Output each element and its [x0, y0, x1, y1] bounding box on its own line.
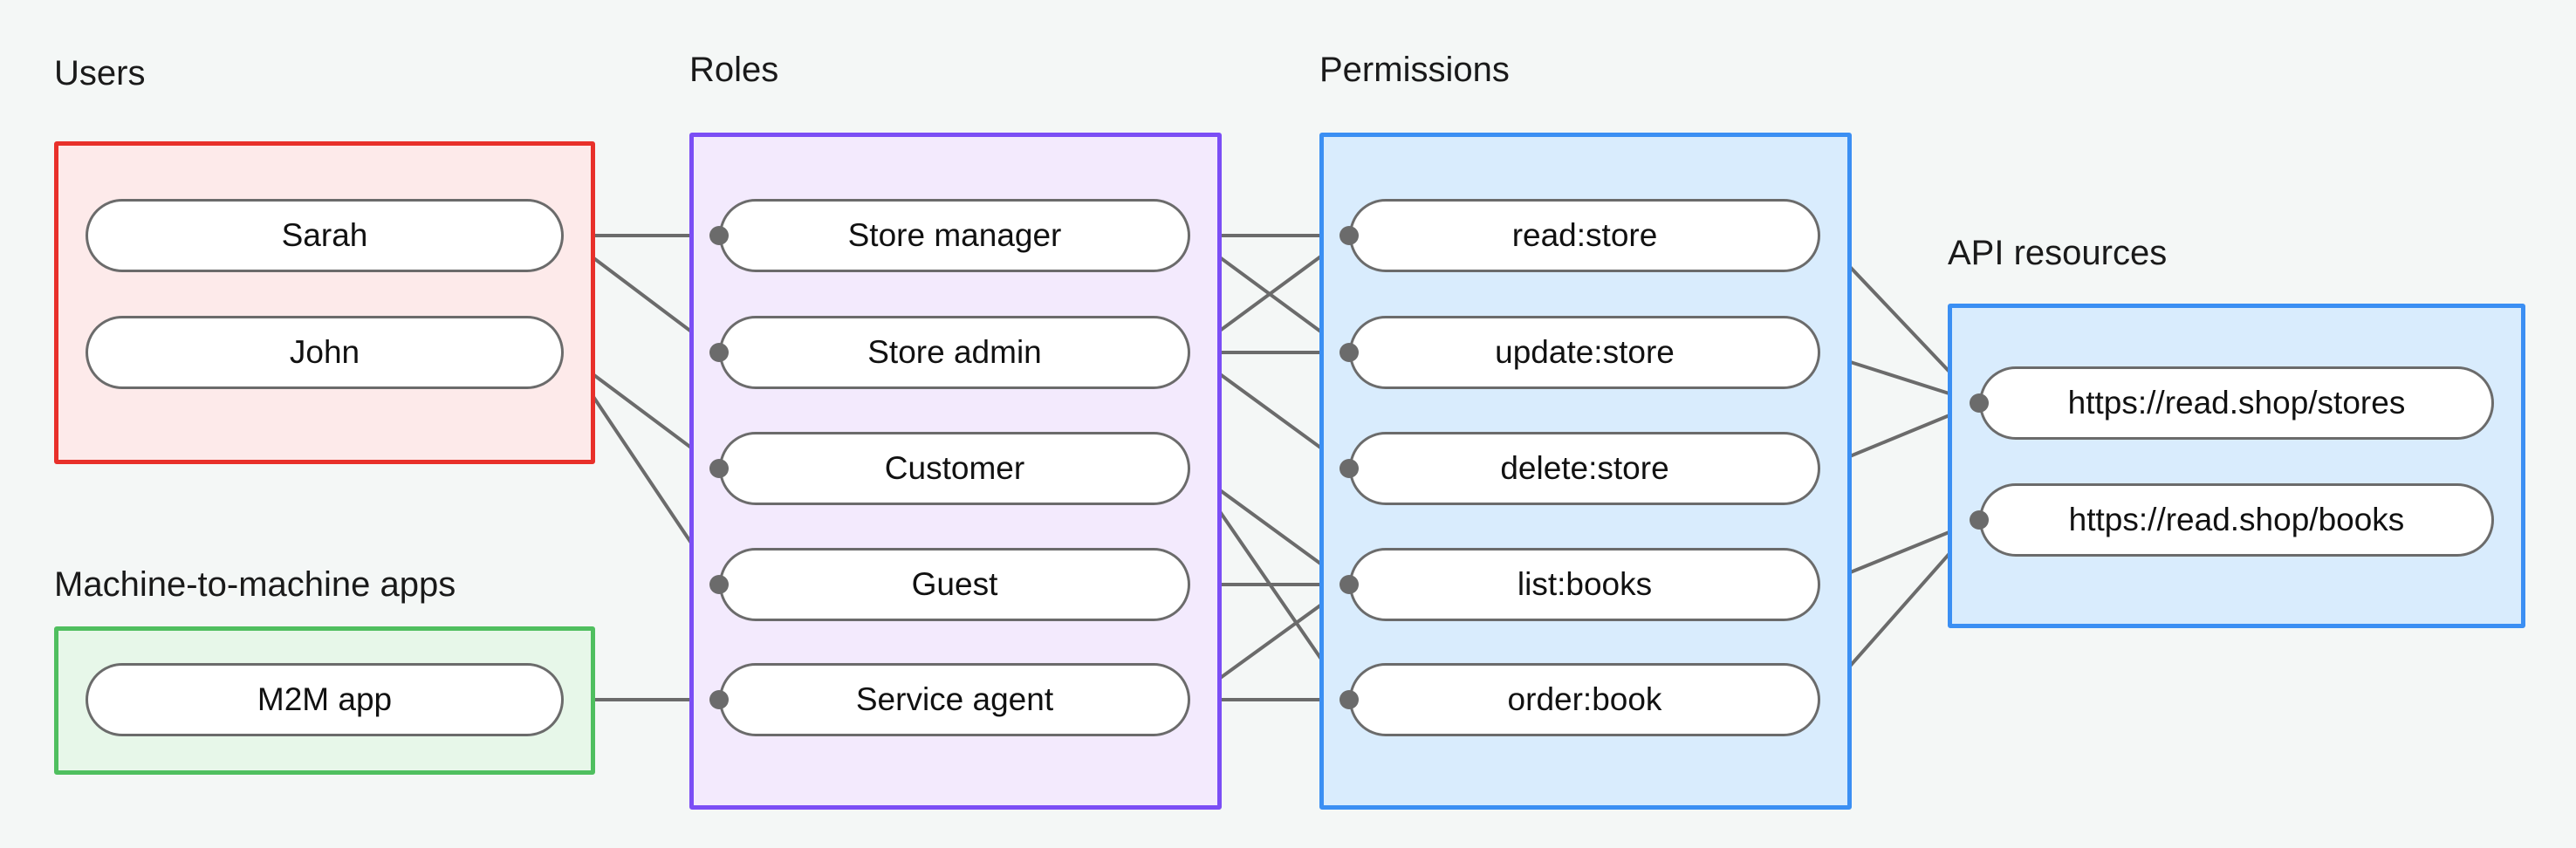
connector-dot-res-books	[1970, 510, 1989, 530]
connector-dot-list-books	[1339, 575, 1359, 594]
group-title-users: Users	[54, 54, 146, 92]
group-title-permissions: Permissions	[1319, 51, 1510, 89]
node-res-books[interactable]: https://read.shop/books	[1979, 483, 2494, 557]
node-order-book[interactable]: order:book	[1349, 663, 1820, 736]
connector-dot-delete-store	[1339, 459, 1359, 478]
node-m2m-app[interactable]: M2M app	[86, 663, 564, 736]
connector-dot-store-manager	[709, 226, 729, 245]
group-title-roles: Roles	[689, 51, 779, 89]
node-store-manager[interactable]: Store manager	[719, 199, 1190, 272]
node-store-admin[interactable]: Store admin	[719, 316, 1190, 389]
node-customer[interactable]: Customer	[719, 432, 1190, 505]
node-delete-store[interactable]: delete:store	[1349, 432, 1820, 505]
node-service-agent[interactable]: Service agent	[719, 663, 1190, 736]
group-box-api-resources	[1948, 304, 2525, 628]
connector-dot-store-admin	[709, 343, 729, 362]
node-sarah[interactable]: Sarah	[86, 199, 564, 272]
node-john[interactable]: John	[86, 316, 564, 389]
connector-dot-service-agent	[709, 690, 729, 709]
node-list-books[interactable]: list:books	[1349, 548, 1820, 621]
group-box-users	[54, 141, 595, 464]
node-res-stores[interactable]: https://read.shop/stores	[1979, 366, 2494, 440]
connector-dot-update-store	[1339, 343, 1359, 362]
connector-dot-guest	[709, 575, 729, 594]
group-title-api-resources: API resources	[1948, 234, 2168, 272]
connector-dot-order-book	[1339, 690, 1359, 709]
connector-dot-res-stores	[1970, 393, 1989, 413]
node-guest[interactable]: Guest	[719, 548, 1190, 621]
connector-dot-read-store	[1339, 226, 1359, 245]
group-title-m2m: Machine-to-machine apps	[54, 565, 456, 604]
connector-dot-customer	[709, 459, 729, 478]
node-read-store[interactable]: read:store	[1349, 199, 1820, 272]
